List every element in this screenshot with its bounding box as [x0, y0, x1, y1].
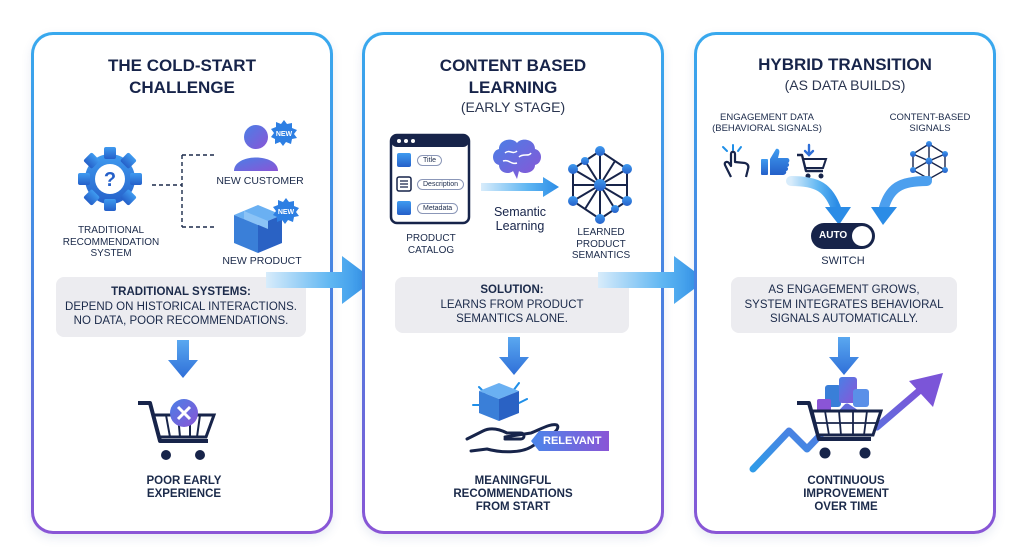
down-arrow-icon [168, 340, 198, 378]
label-line: PRODUCT [576, 238, 626, 250]
svg-text:?: ? [104, 169, 116, 191]
title-line: THE COLD-START [108, 56, 256, 75]
label-line: Learning [495, 219, 545, 234]
customer-label: NEW CUSTOMER [216, 175, 304, 187]
flow-arrow-icon [266, 256, 374, 304]
label-line: RECOMMENDATIONS [453, 488, 573, 501]
label-line: TRADITIONAL [77, 225, 145, 236]
auto-toggle[interactable]: AUTO [811, 223, 875, 249]
label-line: LEARNED [577, 227, 625, 238]
label-line: RECOMMENDATION [62, 236, 160, 248]
network-icon [568, 146, 632, 224]
label-line: CONTINUOUS [807, 475, 885, 487]
result-label: MEANINGFUL RECOMMENDATIONS FROM START [413, 475, 613, 515]
gear-question-icon: ? [78, 147, 142, 211]
thumbs-up-icon [761, 148, 790, 175]
catalog-label: PRODUCT CATALOG [383, 233, 479, 256]
label-line: PRODUCT [406, 233, 456, 244]
label-line: IMPROVEMENT [803, 488, 889, 501]
new-badge-icon: NEW [271, 120, 297, 146]
cart-add-icon [797, 143, 828, 179]
svg-text:NEW: NEW [278, 209, 295, 216]
learned-semantics-label: LEARNED PRODUCT SEMANTICS [555, 227, 647, 262]
svg-text:NEW: NEW [276, 131, 293, 138]
switch-label: SWITCH [821, 255, 865, 267]
tap-icon [722, 144, 750, 178]
label-line: EXPERIENCE [146, 488, 222, 501]
product-label: NEW PRODUCT [222, 255, 302, 267]
label-line: FROM START [475, 501, 551, 514]
brain-icon [493, 139, 541, 179]
result-label: POOR EARLY EXPERIENCE [104, 475, 264, 501]
hybrid-box: AS ENGAGEMENT GROWS, SYSTEM INTEGRATES B… [731, 277, 957, 333]
toggle-knob [852, 226, 872, 246]
cart-x-icon [138, 399, 217, 460]
box-line: NO DATA, POOR RECOMMENDATIONS. [73, 315, 289, 328]
solution-box: SOLUTION: LEARNS FROM PRODUCT SEMANTICS … [395, 277, 629, 333]
dashed-connector [152, 154, 216, 228]
panel-subtitle: (AS DATA BUILDS) [784, 77, 906, 93]
title-field-chip: Title [417, 155, 442, 166]
system-label: TRADITIONAL RECOMMENDATION SYSTEM [50, 225, 172, 260]
hybrid-transition-panel: HYBRID TRANSITION (AS DATA BUILDS) ENGAG… [694, 32, 996, 534]
label-line: POOR EARLY [146, 475, 222, 487]
label-line: SEMANTICS [571, 250, 631, 261]
metadata-field-chip: Metadata [417, 203, 459, 214]
label-line: CONTENT-BASED [889, 112, 971, 123]
title-line: CONTENT BASED [439, 56, 587, 75]
box-line: SYSTEM INTEGRATES BEHAVIORAL [744, 298, 944, 311]
engagement-label: ENGAGEMENT DATA (BEHAVIORAL SIGNALS) [699, 112, 835, 135]
box-heading: SOLUTION: [480, 283, 544, 296]
content-signals-label: CONTENT-BASED SIGNALS [875, 112, 985, 135]
label-line: SIGNALS [909, 122, 951, 134]
cart-full-icon [797, 377, 884, 459]
box-line: SEMANTICS ALONE. [456, 313, 568, 326]
label-line: MEANINGFUL [474, 475, 552, 487]
right-arrow-icon [481, 177, 559, 197]
box-heading: TRADITIONAL SYSTEMS: [111, 285, 251, 298]
description-field-chip: Description [417, 179, 465, 190]
toggle-label: AUTO [819, 230, 848, 241]
relevant-tag: RELEVANT [531, 431, 610, 451]
box-line: AS ENGAGEMENT GROWS, [768, 283, 920, 296]
semantic-learning-label: Semantic Learning [475, 205, 565, 234]
down-arrow-icon [499, 337, 529, 375]
panel-title: CONTENT BASED LEARNING [365, 55, 661, 99]
label-line: CATALOG [407, 244, 455, 256]
title-line: LEARNING [468, 78, 558, 98]
box-line: SIGNALS AUTOMATICALLY. [769, 313, 919, 326]
label-line: OVER TIME [814, 501, 878, 514]
label-line: SYSTEM [90, 248, 132, 259]
label-line: Semantic [493, 205, 547, 219]
panel-title: THE COLD-START CHALLENGE [34, 55, 330, 99]
title-line: CHALLENGE [129, 78, 235, 98]
flow-arrow-icon [598, 256, 706, 304]
label-line: ENGAGEMENT DATA [720, 112, 814, 123]
merge-arrows-icon [786, 176, 932, 225]
box-line: LEARNS FROM PRODUCT [440, 298, 584, 311]
panel-title: HYBRID TRANSITION [758, 55, 932, 74]
hand-box-icon [465, 382, 560, 454]
panel-subtitle: (EARLY STAGE) [460, 99, 566, 115]
down-arrow-icon [829, 337, 859, 375]
traditional-systems-box: TRADITIONAL SYSTEMS: DEPEND ON HISTORICA… [56, 277, 306, 337]
result-label: CONTINUOUS IMPROVEMENT OVER TIME [761, 475, 931, 515]
box-icon [234, 205, 282, 253]
new-badge-icon: NEW [273, 198, 299, 224]
user-icon [234, 125, 278, 171]
label-line: (BEHAVIORAL SIGNALS) [712, 122, 822, 134]
box-line: DEPEND ON HISTORICAL INTERACTIONS. [65, 300, 297, 313]
